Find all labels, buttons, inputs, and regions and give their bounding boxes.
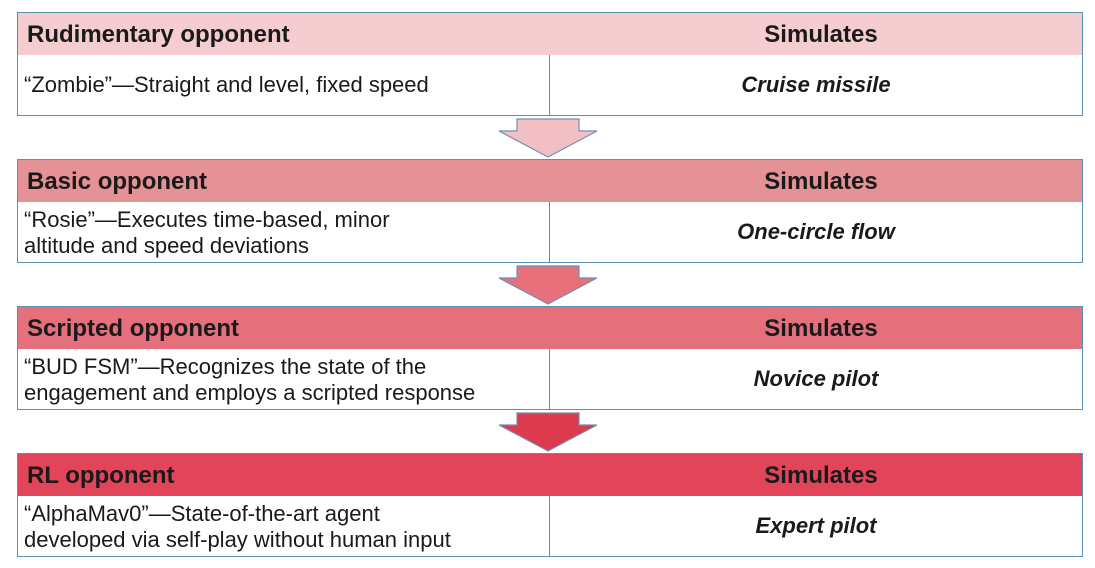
tier-description: “Zombie”—Straight and level, fixed speed [18,55,550,115]
description-line: “BUD FSM”—Recognizes the state of the [24,354,427,379]
description-line: altitude and speed deviations [24,233,309,258]
description-line: “Rosie”—Executes time-based, minor [24,207,390,232]
simulates-label: Simulates [764,168,878,195]
simulates-value: Expert pilot [755,513,877,538]
tier-title: RL opponent [27,462,175,489]
description-line: developed via self-play without human in… [24,527,451,552]
tier-header: Scripted opponent Simulates [17,306,1083,350]
simulates-label: Simulates [764,462,878,489]
tier-header: Basic opponent Simulates [17,159,1083,203]
description-line: “Zombie”—Straight and level, fixed speed [24,72,429,97]
simulates-label: Simulates [764,21,878,48]
tier-body: “Rosie”—Executes time-based, minor altit… [17,202,1083,263]
tier-description: “BUD FSM”—Recognizes the state of the en… [18,349,550,409]
arrow-down-icon [498,412,598,452]
simulates-value: Novice pilot [753,366,879,391]
simulates-value: One-circle flow [737,219,895,244]
tier-title: Rudimentary opponent [27,21,290,48]
tier-body: “AlphaMav0”—State-of-the-art agent devel… [17,496,1083,557]
description-line: “AlphaMav0”—State-of-the-art agent [24,501,380,526]
tier-header: RL opponent Simulates [17,453,1083,497]
simulates-label: Simulates [764,315,878,342]
tier-body: “BUD FSM”—Recognizes the state of the en… [17,349,1083,410]
tier-description: “Rosie”—Executes time-based, minor altit… [18,202,550,262]
tier-title: Basic opponent [27,168,208,195]
tier-body: “Zombie”—Straight and level, fixed speed… [17,55,1083,116]
tier-header: Rudimentary opponent Simulates [17,12,1083,56]
tier-description: “AlphaMav0”—State-of-the-art agent devel… [18,496,550,556]
arrow-down-icon [498,265,598,305]
tier-title: Scripted opponent [27,315,239,342]
arrow-down-icon [498,118,598,158]
description-line: engagement and employs a scripted respon… [24,380,476,405]
simulates-value: Cruise missile [741,72,891,97]
